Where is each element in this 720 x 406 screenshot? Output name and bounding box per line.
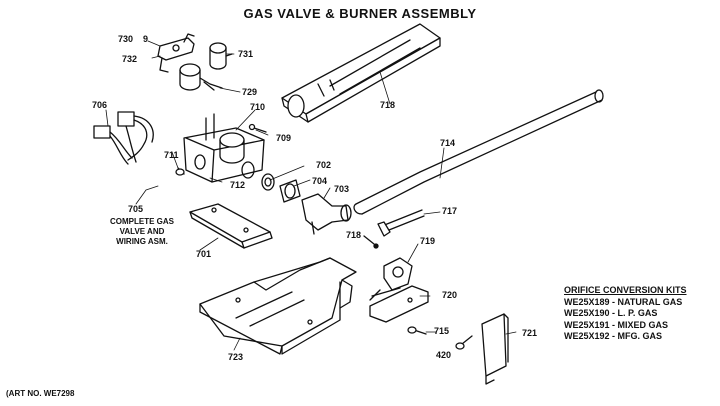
pin-718-part (363, 235, 379, 249)
art-number: (ART NO. WE7298 (6, 389, 75, 398)
wiring-harness-706-part (93, 111, 154, 165)
part-label-714: 714 (440, 138, 455, 148)
part-label-729: 729 (242, 87, 257, 97)
gas-valve-body-712-part (183, 113, 265, 183)
kit-item: WE25X192 - MFG. GAS (564, 331, 663, 341)
elbow-fitting-703-part (301, 193, 352, 235)
bracket-plate-701-part (189, 203, 273, 249)
caption-line: COMPLETE GAS (109, 217, 174, 226)
part-label-706: 706 (92, 100, 107, 110)
kits-title: ORIFICE CONVERSION KITS (564, 285, 687, 295)
coil-729-part (179, 63, 223, 91)
part-label-705: 705 (128, 204, 143, 214)
orifice-tube-717-part (377, 209, 425, 237)
part-label-710: 710 (250, 102, 265, 112)
part-label-732: 732 (122, 54, 137, 64)
screw-709-part (248, 123, 267, 133)
screw-420-part (455, 335, 473, 350)
part-label-709: 709 (276, 133, 291, 143)
caption-line: VALVE AND (119, 227, 165, 236)
part-label-703: 703 (334, 184, 349, 194)
part-label-701: 701 (196, 249, 211, 259)
part-label-718-pin: 718 (346, 230, 361, 240)
part-label-420: 420 (436, 350, 451, 360)
burner-box-723-part (199, 257, 357, 355)
part-label-702: 702 (316, 160, 331, 170)
kit-item: WE25X191 - MIXED GAS (564, 319, 669, 330)
fitting-702-part (261, 173, 275, 191)
burner-716-part (281, 23, 441, 123)
part-label-715: 715 (434, 326, 449, 336)
part-label-721: 721 (522, 328, 537, 338)
part-label-731: 731 (238, 49, 253, 59)
bracket-732-part (157, 33, 195, 73)
part-label-711: 711 (164, 150, 179, 160)
part-number-labels: 730 9 732 731 729 706 710 709 711 712 70… (92, 34, 537, 362)
igniter-assembly-719-part (369, 257, 413, 301)
part-label-704: 704 (312, 176, 327, 186)
bracket-720-part (369, 285, 429, 323)
kit-item: WE25X190 - L. P. GAS (564, 308, 658, 318)
screw-711-part (175, 167, 185, 176)
caption-line: WIRING ASM. (116, 237, 168, 246)
kit-item: WE25X189 - NATURAL GAS (564, 296, 683, 307)
part-label-718-burner: 718 (380, 100, 395, 110)
gas-tube-714-part (353, 89, 604, 215)
shield-721-part (481, 313, 509, 385)
part-label-730: 730 (118, 34, 133, 44)
part-label-719: 719 (420, 236, 435, 246)
screw-715-part (407, 326, 427, 335)
part-label-723: 723 (228, 352, 243, 362)
fitting-704-part (279, 179, 301, 203)
coil-731-part (209, 42, 233, 70)
diagram-title: GAS VALVE & BURNER ASSEMBLY (243, 6, 477, 21)
orifice-conversion-kits: ORIFICE CONVERSION KITS WE25X189 - NATUR… (564, 285, 687, 343)
part-label-720: 720 (442, 290, 457, 300)
part-label-717: 717 (442, 206, 457, 216)
part-label-712: 712 (230, 180, 245, 190)
complete-valve-caption: COMPLETE GAS VALVE AND WIRING ASM. (94, 217, 190, 247)
callout-leaders (105, 40, 517, 351)
part-label-730-9: 9 (143, 34, 148, 44)
